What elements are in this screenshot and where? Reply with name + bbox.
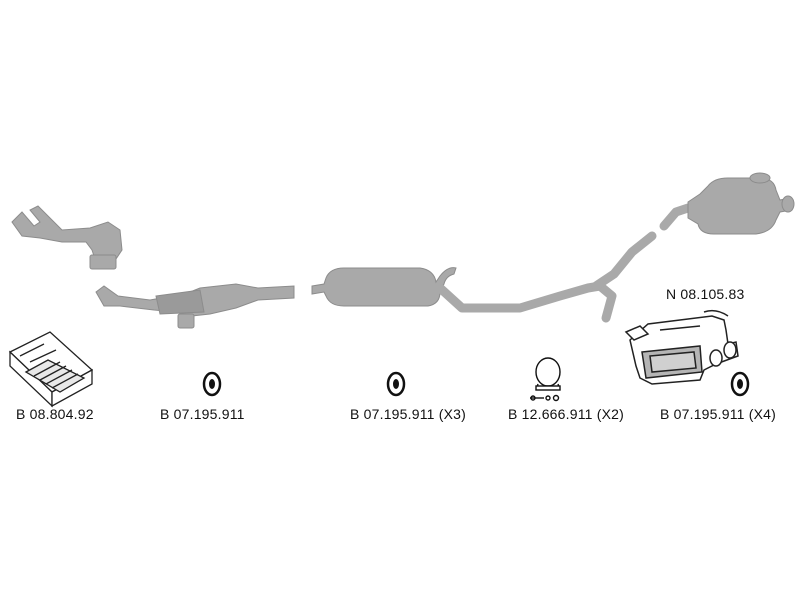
catalytic-converter: [95, 283, 295, 329]
intermediate-pipe: [435, 231, 657, 323]
rubber-hanger-icon: [386, 371, 406, 397]
accessory-code-hanger-x3: B 07.195.911 (X3): [350, 406, 466, 422]
pipe-clamp-icon: [530, 357, 561, 402]
rear-silencer-assembled: [687, 172, 795, 235]
mounting-kit-box-icon: [8, 331, 94, 408]
rubber-hanger-icon: [730, 371, 750, 397]
rubber-hanger-icon: [202, 371, 222, 397]
front-downpipe: [11, 205, 123, 270]
middle-silencer: [311, 267, 457, 307]
accessory-code-clamp-x2: B 12.666.911 (X2): [508, 406, 624, 422]
accessory-code-hanger-x4: B 07.195.911 (X4): [660, 406, 776, 422]
accessory-code-hanger: B 07.195.911: [160, 406, 245, 422]
accessory-code-mounting-kit: B 08.804.92: [16, 406, 94, 422]
rear-pipe: [659, 203, 693, 231]
rear-silencer-part: [624, 309, 739, 385]
rear-silencer-code: N 08.105.83: [666, 286, 745, 302]
